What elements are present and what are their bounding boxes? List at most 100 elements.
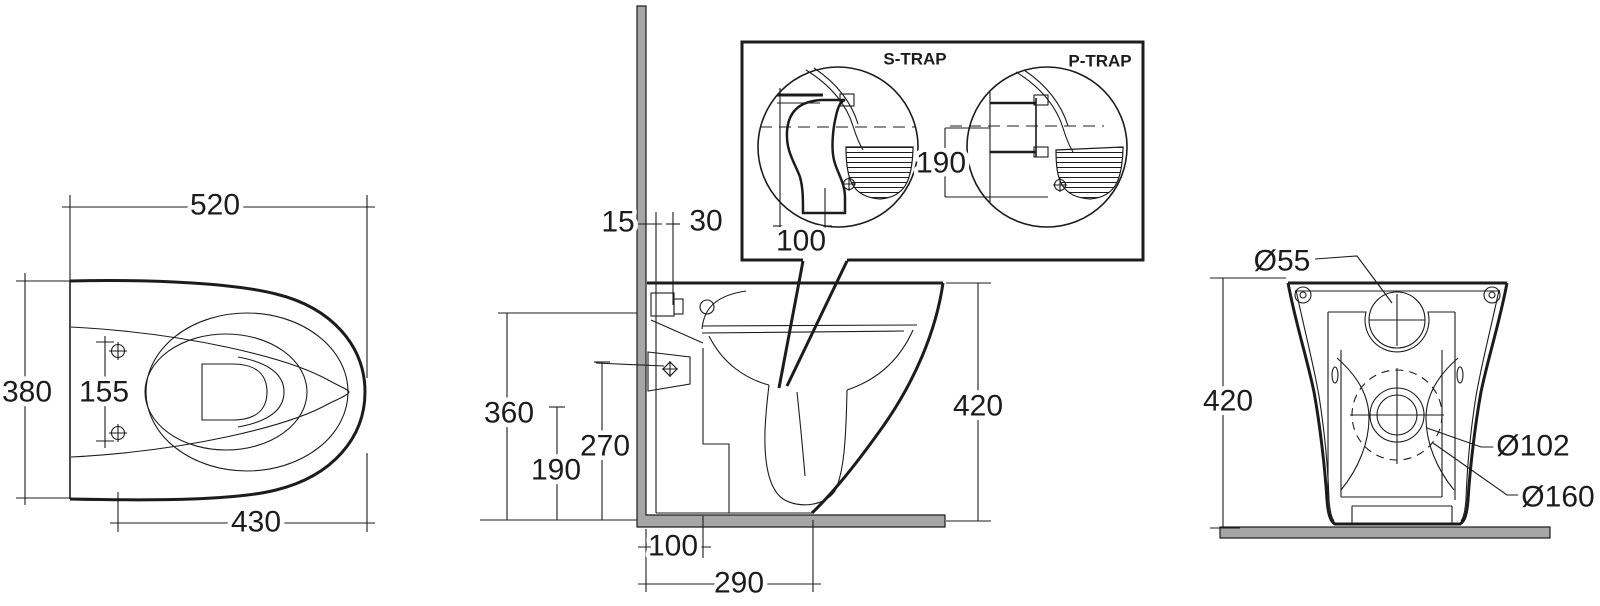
plan-inner-rim xyxy=(70,326,350,458)
rear-inner-right xyxy=(1460,289,1500,522)
flush-inlet-valve xyxy=(650,292,675,317)
bowl-curve-right xyxy=(1425,357,1459,491)
rear-inner-left xyxy=(1295,289,1335,522)
outlet-circles xyxy=(1350,368,1444,464)
pedestal-step xyxy=(702,348,730,513)
screw-square xyxy=(662,361,678,377)
rim-back-curve xyxy=(701,290,747,330)
rear-dim-102-label: Ø102 xyxy=(1496,430,1569,463)
side-dim-inlet-height: 360 xyxy=(479,312,637,520)
bowl-left-curve xyxy=(708,335,770,386)
leader-line xyxy=(1314,255,1393,304)
side-dim-420-label: 420 xyxy=(953,390,1003,423)
rear-dim-recess-dia: Ø160 xyxy=(1432,442,1599,518)
trap-screw-icon xyxy=(842,177,856,191)
flush-inlet-tab xyxy=(673,298,684,315)
inset-box xyxy=(740,40,1145,262)
rear-corner-screw-left xyxy=(1294,286,1312,304)
plan-dim-430-label: 430 xyxy=(231,506,281,539)
plan-dim-380-label: 380 xyxy=(2,376,52,409)
plan-seat-opening xyxy=(145,312,349,472)
plan-trap-hole-outer xyxy=(237,356,285,428)
s-trap-detail: 100 xyxy=(757,66,919,262)
rear-view: 420 Ø55 Ø102 Ø160 xyxy=(1198,240,1599,539)
bowl-curve-left xyxy=(1336,357,1370,491)
rear-dim-420-label: 420 xyxy=(1203,385,1253,418)
rear-floor xyxy=(1219,526,1551,539)
pipe-flange-bottom xyxy=(1033,146,1049,158)
rear-dim-outlet-dia: Ø102 xyxy=(1426,425,1574,467)
shell-curve-2 xyxy=(813,67,859,125)
plan-bowl-outline xyxy=(144,333,308,451)
shell-curve xyxy=(1015,71,1074,153)
trap-u-curve xyxy=(764,384,848,506)
plan-outline xyxy=(69,279,367,502)
plan-view: 520 380 155 430 xyxy=(0,184,375,543)
trap-detail-inset: S-TRAP P-TRAP 100 xyxy=(740,40,1145,389)
fixing-bracket xyxy=(647,351,691,392)
screw-cross xyxy=(1053,178,1067,192)
s-trap-label: S-TRAP xyxy=(883,50,946,69)
rear-dim-height: 420 xyxy=(1198,277,1286,529)
wall-and-floor xyxy=(636,5,946,528)
rear-silhouette xyxy=(1286,282,1509,526)
side-dim-290-label: 290 xyxy=(714,567,764,600)
detail-dim-190-label: 190 xyxy=(916,147,966,180)
plan-fixing-screw-bottom xyxy=(109,424,127,442)
side-dim-wall-gap: 15 30 xyxy=(597,200,727,305)
water-pool xyxy=(845,146,914,200)
p-trap-detail: 190 xyxy=(911,66,1128,228)
screw-cross xyxy=(662,361,678,377)
side-view: 15 30 360 270 190 420 xyxy=(479,5,1008,604)
dim-bracket xyxy=(944,127,1048,198)
plan-dim-bowl-length: 430 xyxy=(110,453,375,543)
rear-dim-55-label: Ø55 xyxy=(1254,245,1311,278)
side-slot-right xyxy=(1456,366,1464,384)
vent-hole xyxy=(699,299,715,315)
plan-dim-520-label: 520 xyxy=(190,189,240,222)
rear-dim-160-label: Ø160 xyxy=(1521,481,1594,514)
side-dim-100-label: 100 xyxy=(648,530,698,563)
rear-dim-inlet-dia: Ø55 xyxy=(1249,240,1393,304)
s-pipe-outline xyxy=(785,98,847,215)
leader-line xyxy=(1426,427,1496,448)
side-dim-270-label: 270 xyxy=(580,430,630,463)
screw-center xyxy=(1299,291,1307,299)
inner-shell-line xyxy=(650,319,704,344)
inlet-hole-cross xyxy=(1369,294,1425,346)
plan-dim-depth: 380 xyxy=(0,273,72,505)
leader-line xyxy=(1432,442,1522,496)
shell-curve-2 xyxy=(1023,69,1069,127)
side-dim-pan-height: 420 xyxy=(946,282,1008,522)
recess-panel-top xyxy=(1328,311,1455,353)
plan-dim-hole-spacing: 155 xyxy=(74,336,134,448)
side-dim-30-label: 30 xyxy=(689,205,722,238)
rim-lines xyxy=(701,324,918,334)
side-front-profile xyxy=(810,282,945,515)
side-dim-outlet-height: 190 xyxy=(526,406,586,520)
screw-cross-icon xyxy=(109,424,127,442)
plan-dim-155-label: 155 xyxy=(79,376,129,409)
trap-center-line xyxy=(796,391,806,477)
side-dim-outlet-center: 290 xyxy=(638,520,821,604)
detail-circle xyxy=(757,66,919,228)
plan-dim-width: 520 xyxy=(62,184,375,378)
p-trap-label: P-TRAP xyxy=(1068,52,1131,71)
trap-screw-icon xyxy=(1053,178,1067,192)
screw-circle-icon xyxy=(1483,286,1501,304)
detail-circle xyxy=(966,66,1128,228)
outlet-crosshair xyxy=(1350,368,1444,464)
inset-leader-left xyxy=(777,260,805,389)
screw-cross-icon xyxy=(109,342,127,360)
side-dim-15-label: 15 xyxy=(601,206,634,239)
base-detail xyxy=(1351,505,1453,523)
screw-circle-icon xyxy=(1294,286,1312,304)
side-dim-outlet-from-wall: 100 xyxy=(638,516,711,592)
water-pool xyxy=(1055,146,1124,200)
side-dim-360-label: 360 xyxy=(484,397,534,430)
screw-center xyxy=(1488,291,1496,299)
plan-trap-hole xyxy=(201,363,268,421)
plan-fixing-screw-top xyxy=(109,342,127,360)
